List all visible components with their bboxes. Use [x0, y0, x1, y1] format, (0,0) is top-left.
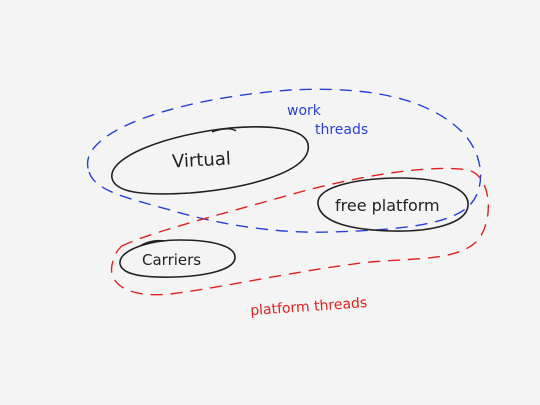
free-platform-label: free platform	[335, 196, 440, 215]
carriers-ellipse	[119, 239, 236, 278]
platform-threads-boundary	[110, 167, 490, 296]
platform-threads-label: platform threads	[250, 295, 368, 319]
carriers-ellipse-stroke-tail	[139, 239, 165, 247]
work-threads-boundary	[87, 88, 482, 233]
virtual-label: Virtual	[172, 148, 232, 172]
virtual-ellipse	[111, 126, 309, 195]
work-threads-label-line1: work	[287, 103, 322, 119]
carriers-label: Carriers	[142, 251, 201, 269]
free-platform-ellipse	[317, 177, 469, 232]
work-threads-label-line2: threads	[315, 122, 368, 138]
virtual-ellipse-stroke-tail	[211, 128, 237, 133]
